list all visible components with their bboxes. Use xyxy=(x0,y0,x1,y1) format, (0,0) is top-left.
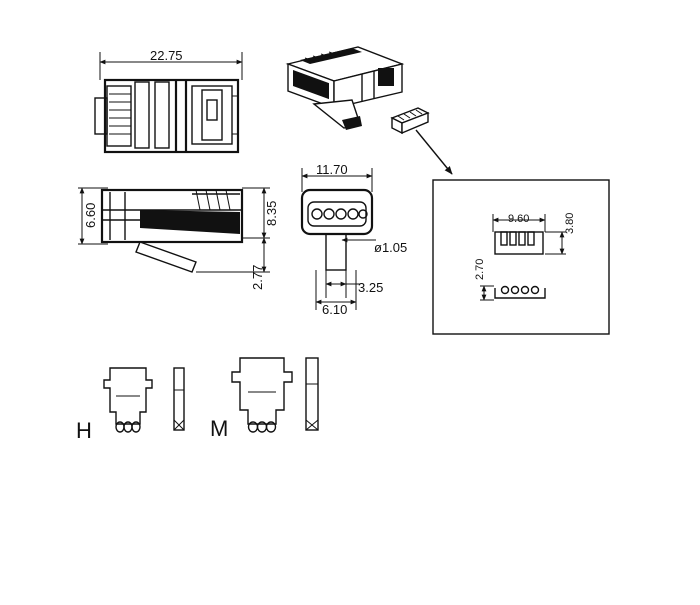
dim-hole-dia: ø1.05 xyxy=(374,240,407,255)
top-view: 22.75 xyxy=(94,48,243,154)
dim-side-height: 6.60 xyxy=(83,203,98,228)
dim-top-width: 22.75 xyxy=(150,48,183,63)
dim-insert-width: 9.60 xyxy=(508,213,529,225)
dim-side-total: 8.35 xyxy=(264,201,279,226)
dim-front-bottom: 6.10 xyxy=(322,302,347,317)
dim-insert-height: 3.80 xyxy=(564,213,576,234)
isometric-view xyxy=(285,46,453,175)
insert-detail-box: 9.60 3.80 2.70 xyxy=(432,179,610,335)
dim-front-width: 11.70 xyxy=(316,162,348,177)
variant-h xyxy=(103,367,185,433)
dim-insert-depth: 2.70 xyxy=(474,259,486,280)
variant-m-label: M xyxy=(210,416,228,441)
dim-latch: 2.77 xyxy=(250,265,265,290)
dim-front-tab: 3.25 xyxy=(358,280,383,295)
side-view: 6.60 8.35 2.77 xyxy=(78,187,279,290)
variant-m xyxy=(231,357,319,433)
front-view: 11.70 ø1.05 3.25 6.10 xyxy=(300,162,407,317)
variant-h-label: H xyxy=(76,418,92,443)
